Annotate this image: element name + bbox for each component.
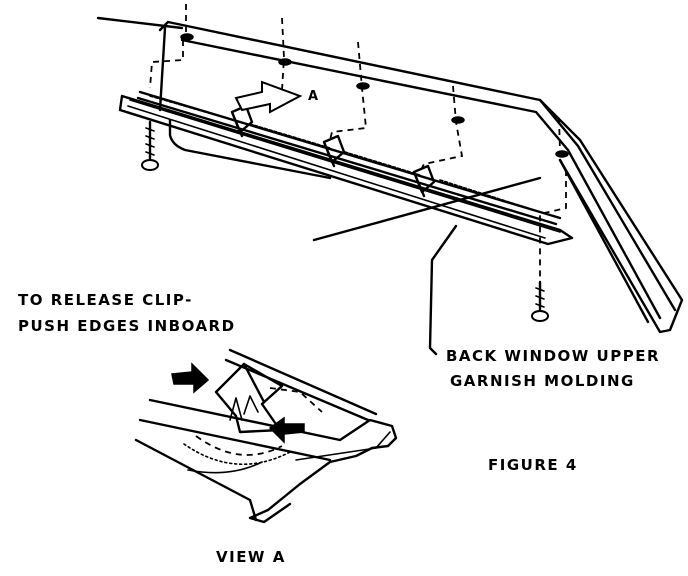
part-name-line-1: BACK WINDOW UPPER (446, 347, 660, 365)
view-a-arrow (234, 80, 303, 114)
leader-lines (96, 16, 542, 356)
screw-left (141, 120, 159, 171)
callout-a: A (308, 89, 320, 104)
view-a-caption: VIEW A (216, 548, 286, 566)
instruction-line-2: PUSH EDGES INBOARD (18, 317, 236, 335)
garnish-molding-strip (118, 90, 574, 246)
view-a-inset (134, 348, 398, 524)
molding-clip (412, 164, 436, 198)
molding-clip (322, 134, 346, 168)
figure-number: FIGURE 4 (488, 456, 578, 474)
window-frame (158, 20, 684, 334)
instruction-line-1: TO RELEASE CLIP- (18, 291, 193, 309)
part-name-line-2: GARNISH MOLDING (450, 372, 635, 390)
screw-right (531, 280, 549, 322)
frame-slots (180, 33, 569, 158)
